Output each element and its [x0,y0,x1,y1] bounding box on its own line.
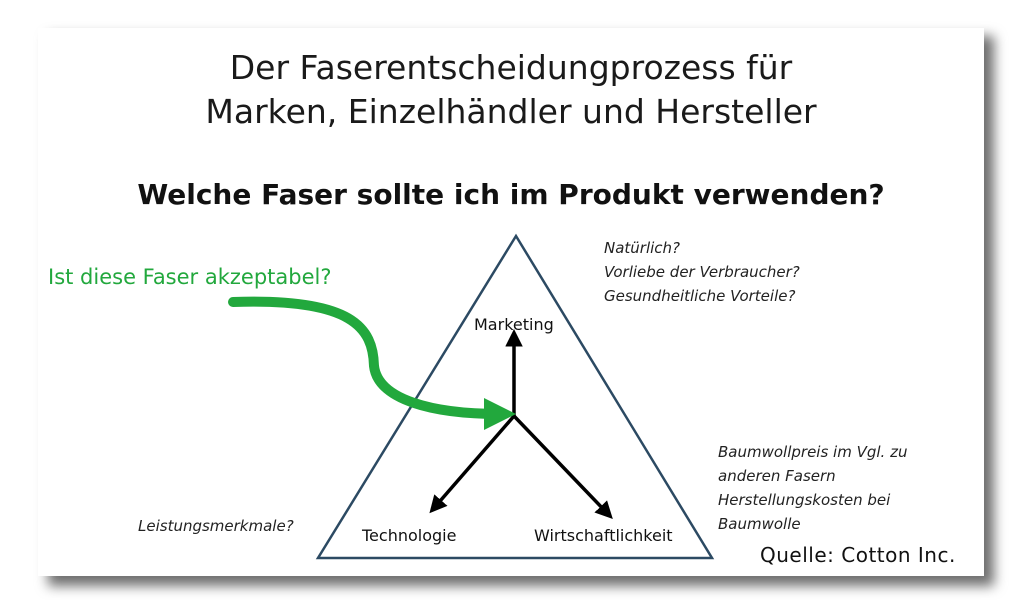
economics-note: Baumwolle [718,515,801,533]
title-line-1: Der Faserentscheidungprozess für [229,48,793,87]
corner-label-economics: Wirtschaftlichkeit [534,526,673,545]
corner-label-marketing: Marketing [474,315,554,334]
title-line-2: Marken, Einzelhändler und Hersteller [205,92,817,131]
source-credit: Quelle: Cotton Inc. [760,543,956,567]
triangle [315,233,715,560]
marketing-notes: Natürlich? Vorliebe der Verbraucher? Ges… [604,236,800,308]
arrow-to-economics [512,414,613,520]
marketing-note: Gesundheitliche Vorteile? [604,287,796,305]
economics-notes: Baumwollpreis im Vgl. zu anderen Fasern … [718,440,907,536]
arrow-to-technology [429,414,516,514]
slide: Der Faserentscheidungprozess für Marken,… [38,28,984,576]
corner-label-technology: Technologie [362,526,457,545]
marketing-note: Natürlich? [604,239,681,257]
acceptability-question: Ist diese Faser akzeptabel? [48,265,332,289]
economics-note: anderen Fasern [718,467,836,485]
main-question: Welche Faser sollte ich im Produkt verwe… [137,178,885,211]
economics-note: Baumwollpreis im Vgl. zu [718,443,908,461]
marketing-note: Vorliebe der Verbraucher? [604,263,800,281]
slide-title: Der Faserentscheidungprozess für Marken,… [38,46,984,134]
economics-note: Herstellungskosten bei [718,491,891,509]
acceptability-arrow [228,296,516,430]
performance-note: Leistungsmerkmale? [138,517,294,535]
decision-triangle-diagram [228,233,715,560]
